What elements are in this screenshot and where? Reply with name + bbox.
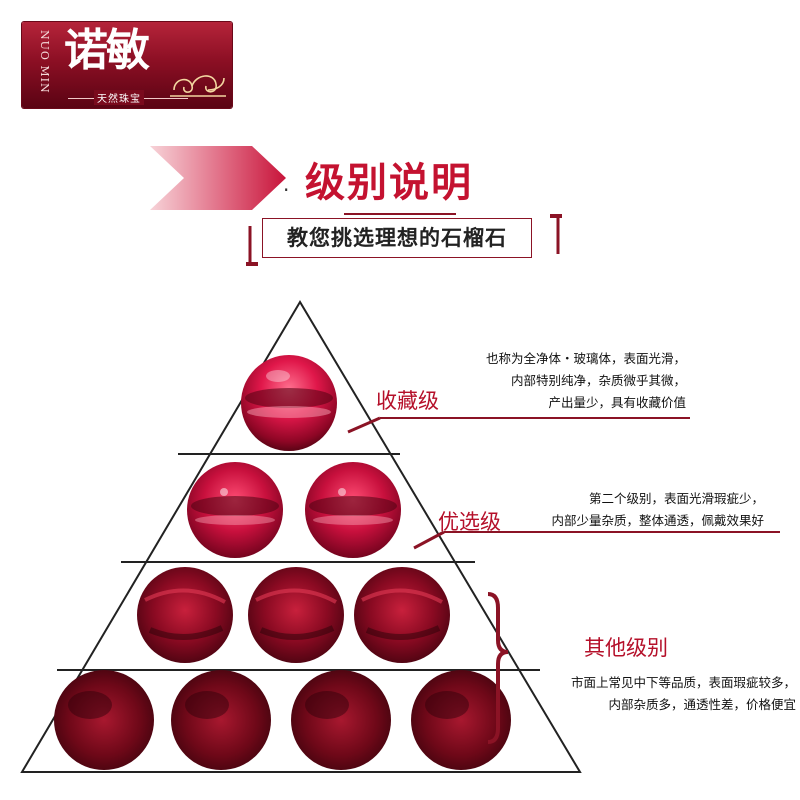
tier-description-select: 第二个级别，表面光滑瑕疵少， 内部少量杂质，整体通透，佩戴效果好	[551, 491, 764, 528]
gem-select-grade	[305, 462, 401, 558]
gem-other-grade	[137, 567, 233, 663]
page-title: 级别说明	[305, 160, 473, 206]
title-dot: .	[283, 172, 290, 196]
pointer-collection-grade	[347, 416, 690, 434]
arrow-chevron-icon	[150, 146, 286, 210]
gem-other-grade	[248, 567, 344, 663]
logo-vertical-text: NUO MIN	[38, 30, 51, 94]
tier-label-collection: 收藏级	[376, 389, 439, 413]
subtitle-frame	[246, 213, 562, 266]
subtitle-box	[262, 218, 532, 258]
page-subtitle: 教您挑选理想的石榴石	[287, 226, 507, 250]
logo-subtitle: 天然珠宝	[94, 90, 144, 105]
gem-collection-grade	[241, 355, 337, 451]
cloud-ornament-icon	[170, 75, 226, 97]
tier-description-collection: 也称为全净体・玻璃体，表面光滑， 内部特别纯净，杂质微乎其微， 产出量少，具有收…	[485, 351, 686, 410]
gem-other-grade	[54, 670, 154, 770]
gem-other-grade	[411, 670, 511, 770]
tier-label-select: 优选级	[438, 510, 501, 534]
gem-other-grade	[171, 670, 271, 770]
gem-select-grade	[187, 462, 283, 558]
tier-description-other: 市面上常见中下等品质，表面瑕疵较多， 内部杂质多，通透性差，价格便宜	[570, 675, 796, 712]
brace-other-grade	[487, 592, 509, 744]
gem-other-grade	[354, 567, 450, 663]
tier-label-other: 其他级别	[584, 636, 668, 660]
gem-other-grade	[291, 670, 391, 770]
logo-main-text: 诺敏	[64, 25, 150, 76]
pointer-select-grade	[413, 530, 780, 550]
